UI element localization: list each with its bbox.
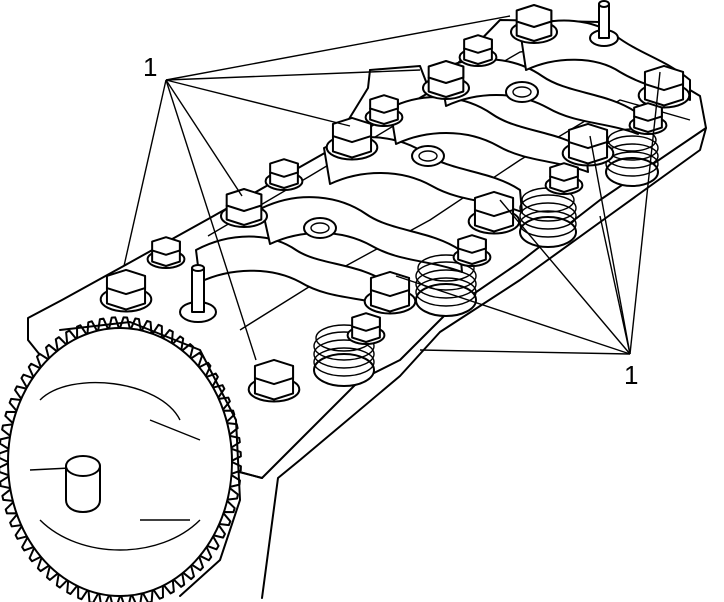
callout-leaders-bottom bbox=[395, 71, 661, 355]
bolts bbox=[99, 4, 691, 403]
callout-label-top: 1 bbox=[143, 52, 157, 82]
studs bbox=[179, 0, 619, 323]
rocker-arms bbox=[195, 19, 691, 309]
hex-bolt bbox=[99, 268, 153, 313]
hex-bolt bbox=[364, 94, 404, 127]
hex-bolt bbox=[544, 162, 584, 195]
hex-bolt bbox=[146, 236, 186, 270]
hex-bolt bbox=[422, 60, 470, 100]
gear-hub bbox=[65, 455, 101, 513]
hex-bolt bbox=[467, 190, 521, 235]
hex-bolt bbox=[346, 312, 386, 346]
camshaft-gear bbox=[0, 316, 242, 602]
hex-bolt bbox=[561, 122, 615, 167]
hex-bolt bbox=[247, 358, 301, 403]
hex-bolt bbox=[628, 102, 668, 135]
hex-bolt bbox=[220, 188, 268, 228]
callout-leaders-top bbox=[123, 15, 511, 361]
callout-label-bottom: 1 bbox=[624, 360, 638, 390]
hex-bolt bbox=[363, 270, 417, 315]
hex-bolt bbox=[325, 116, 379, 161]
hex-bolt bbox=[637, 64, 691, 109]
hex-bolt bbox=[452, 234, 492, 268]
hex-bolt bbox=[458, 34, 498, 68]
hex-bolt bbox=[264, 158, 304, 191]
oil-holes bbox=[303, 81, 539, 239]
hex-bolt bbox=[510, 4, 558, 44]
